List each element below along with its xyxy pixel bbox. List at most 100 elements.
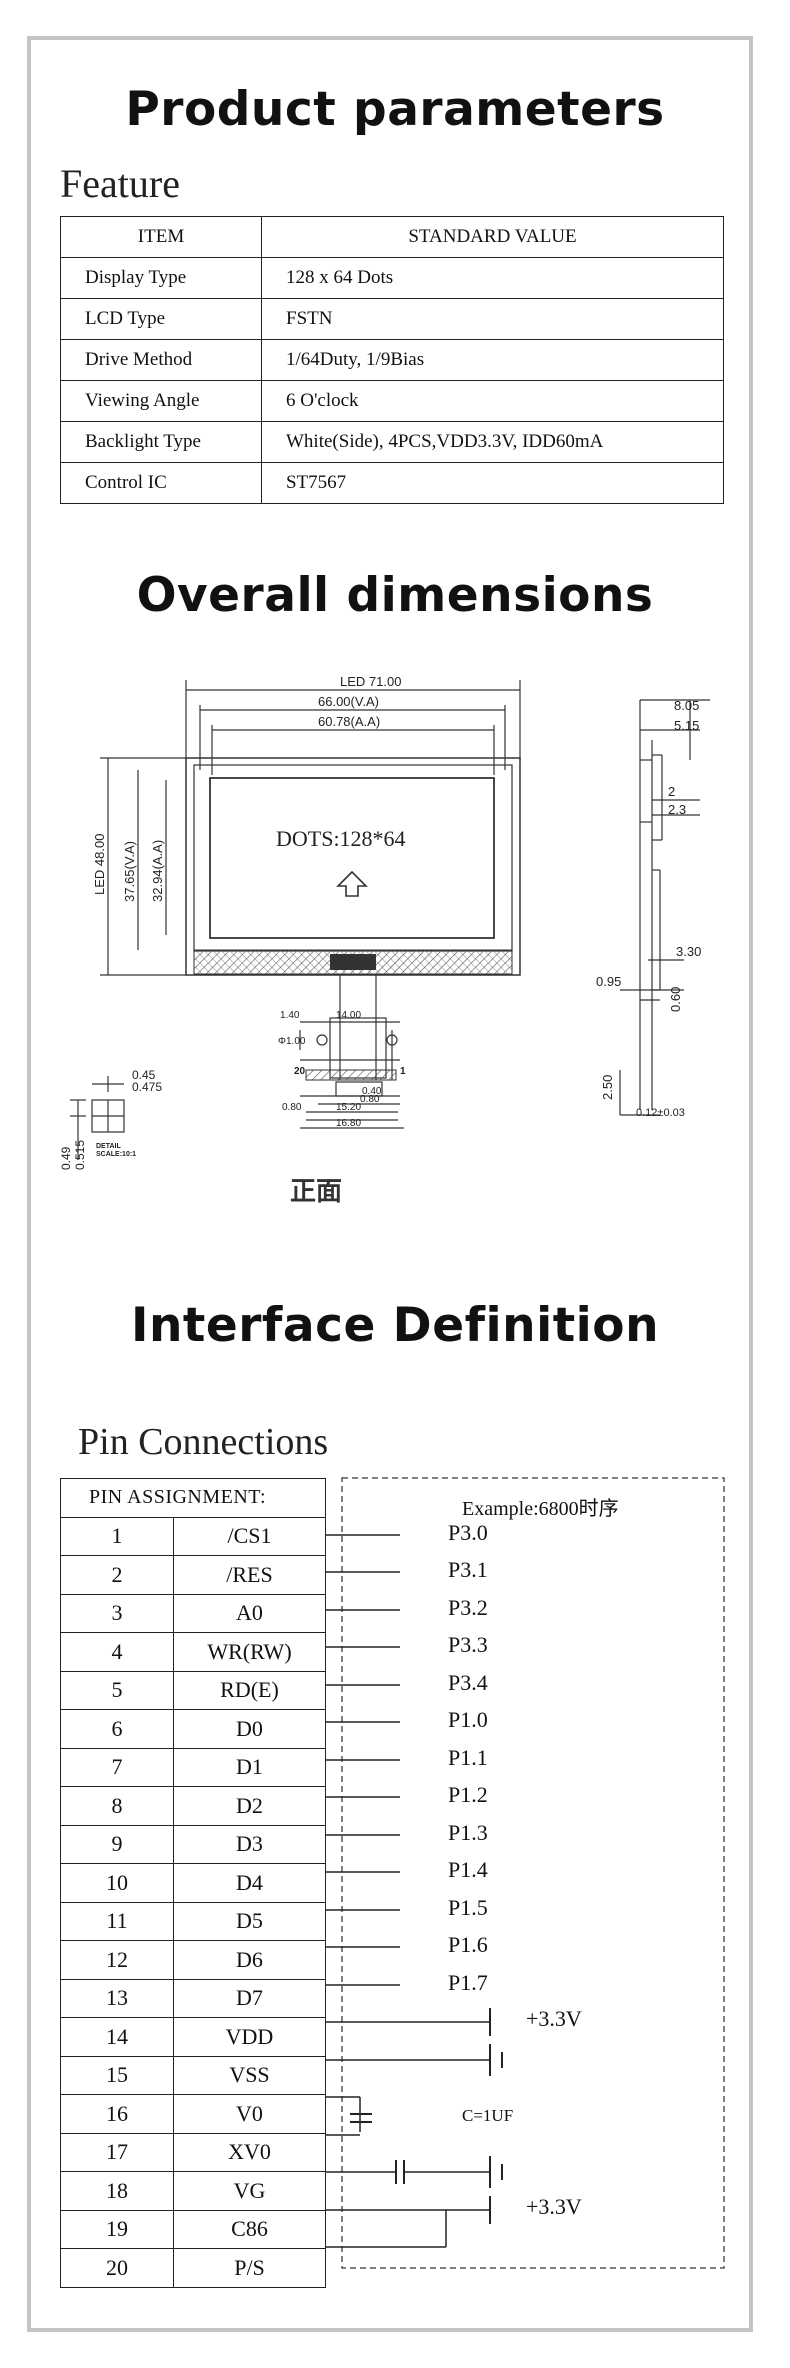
fpc-dim-140: 1.40: [280, 1010, 300, 1021]
feature-value: 6 O'clock: [261, 380, 724, 422]
aa-width-dim: 60.78(A.A): [318, 714, 380, 729]
mcu-port-label: P1.6: [448, 1932, 488, 1957]
feature-value: White(Side), 4PCS,VDD3.3V, IDD60mA: [261, 421, 724, 463]
led-width-dim: LED 71.00: [340, 674, 401, 689]
feature-item: Drive Method: [60, 339, 262, 381]
detail-dim-049: 0.49: [59, 1146, 73, 1170]
product-parameters-heading: Product parameters: [125, 82, 665, 137]
capacitor-label: C=1UF: [462, 2106, 514, 2125]
detail-label: DETAIL: [96, 1143, 121, 1150]
feature-value: FSTN: [261, 298, 724, 340]
aa-height-dim: 32.94(A.A): [150, 840, 165, 902]
pin-number: 7: [60, 1747, 174, 1787]
fpc-dim-1400: 14.00: [336, 1010, 361, 1021]
pin-number: 4: [60, 1632, 174, 1672]
pin-name: D0: [173, 1709, 326, 1749]
pin-name: P/S: [173, 2248, 326, 2288]
c86-supply-label: +3.3V: [526, 2194, 582, 2219]
pin-name: A0: [173, 1593, 326, 1633]
interface-definition-heading: Interface Definition: [130, 1298, 660, 1353]
side-dim-250: 2.50: [600, 1075, 615, 1100]
va-width-dim: 66.00(V.A): [318, 694, 379, 709]
feature-item: Viewing Angle: [60, 380, 262, 422]
side-dim-23: 2.3: [668, 802, 686, 817]
mcu-port-label: P1.3: [448, 1820, 488, 1845]
mcu-port-label: P3.3: [448, 1632, 488, 1657]
mcu-port-label: P1.1: [448, 1745, 488, 1770]
pin-name: D6: [173, 1940, 326, 1980]
mcu-port-label: P1.4: [448, 1857, 488, 1882]
dots-label: DOTS:128*64: [276, 826, 406, 851]
pin-number: 2: [60, 1555, 174, 1595]
pin-name: WR(RW): [173, 1632, 326, 1672]
vdd-supply-label: +3.3V: [526, 2006, 582, 2031]
fpc-dim-1520: 15.20: [336, 1102, 361, 1113]
pin-number: 19: [60, 2209, 174, 2249]
dimension-drawing: LED 71.00 66.00(V.A) 60.78(A.A) LED 48.0…: [59, 674, 710, 1206]
mcu-port-label: P1.5: [448, 1895, 488, 1920]
mcu-port-label: P3.0: [448, 1520, 488, 1545]
header-item: ITEM: [60, 216, 262, 258]
feature-subheading: Feature: [60, 161, 180, 206]
page-frame: [27, 36, 753, 2332]
feature-value: 1/64Duty, 1/9Bias: [261, 339, 724, 381]
feature-table-header: ITEM STANDARD VALUE: [60, 216, 724, 258]
fpc-dim-080a: 0.80: [360, 1094, 380, 1105]
pin-number: 8: [60, 1786, 174, 1826]
example-label: Example:6800时序: [462, 1498, 619, 1520]
front-view-label: 正面: [290, 1176, 342, 1206]
pin-number: 14: [60, 2017, 174, 2057]
led-height-dim: LED 48.00: [92, 834, 107, 895]
pin-number: 16: [60, 2094, 174, 2134]
mcu-dashed-box: [341, 1477, 725, 2269]
mcu-port-label: P1.2: [448, 1782, 488, 1807]
header-standard-value: STANDARD VALUE: [261, 216, 724, 258]
feature-item: LCD Type: [60, 298, 262, 340]
fpc-dim-080b: 0.80: [282, 1102, 302, 1113]
fpc-dim-1680: 16.80: [336, 1118, 361, 1129]
mcu-port-label: P3.1: [448, 1557, 488, 1582]
mcu-port-label: P3.4: [448, 1670, 488, 1695]
pin-name: /CS1: [173, 1516, 326, 1556]
pin-table-header: PIN ASSIGNMENT:: [60, 1478, 326, 1518]
feature-item: Display Type: [60, 257, 262, 299]
fpc-dim-phi: Φ1.00: [278, 1036, 306, 1047]
pin-number: 6: [60, 1709, 174, 1749]
pin-name: RD(E): [173, 1670, 326, 1710]
pin-connections-subheading: Pin Connections: [78, 1421, 329, 1463]
pin-number: 20: [60, 2248, 174, 2288]
mcu-port-label: P1.7: [448, 1970, 488, 1995]
side-dim-515: 5.15: [674, 718, 699, 733]
side-dim-012: 0.12±0.03: [636, 1107, 685, 1119]
mcu-port-label: P3.2: [448, 1595, 488, 1620]
fpc-pin-20: 20: [294, 1066, 306, 1077]
mcu-port-label: P1.0: [448, 1707, 488, 1732]
side-dim-805: 8.05: [674, 698, 699, 713]
detail-dim-0515: 0.515: [73, 1140, 87, 1170]
pin-assignment-header: PIN ASSIGNMENT:: [60, 1478, 326, 1518]
table-row: 1/CS1: [60, 1516, 326, 1556]
table-row: 2/RES: [60, 1555, 326, 1595]
detail-dim-0475: 0.475: [132, 1080, 162, 1094]
pin-number: 10: [60, 1863, 174, 1903]
feature-value: ST7567: [261, 462, 724, 504]
pin-name: V0: [173, 2094, 326, 2134]
detail-dim-045: 0.45: [132, 1068, 156, 1082]
